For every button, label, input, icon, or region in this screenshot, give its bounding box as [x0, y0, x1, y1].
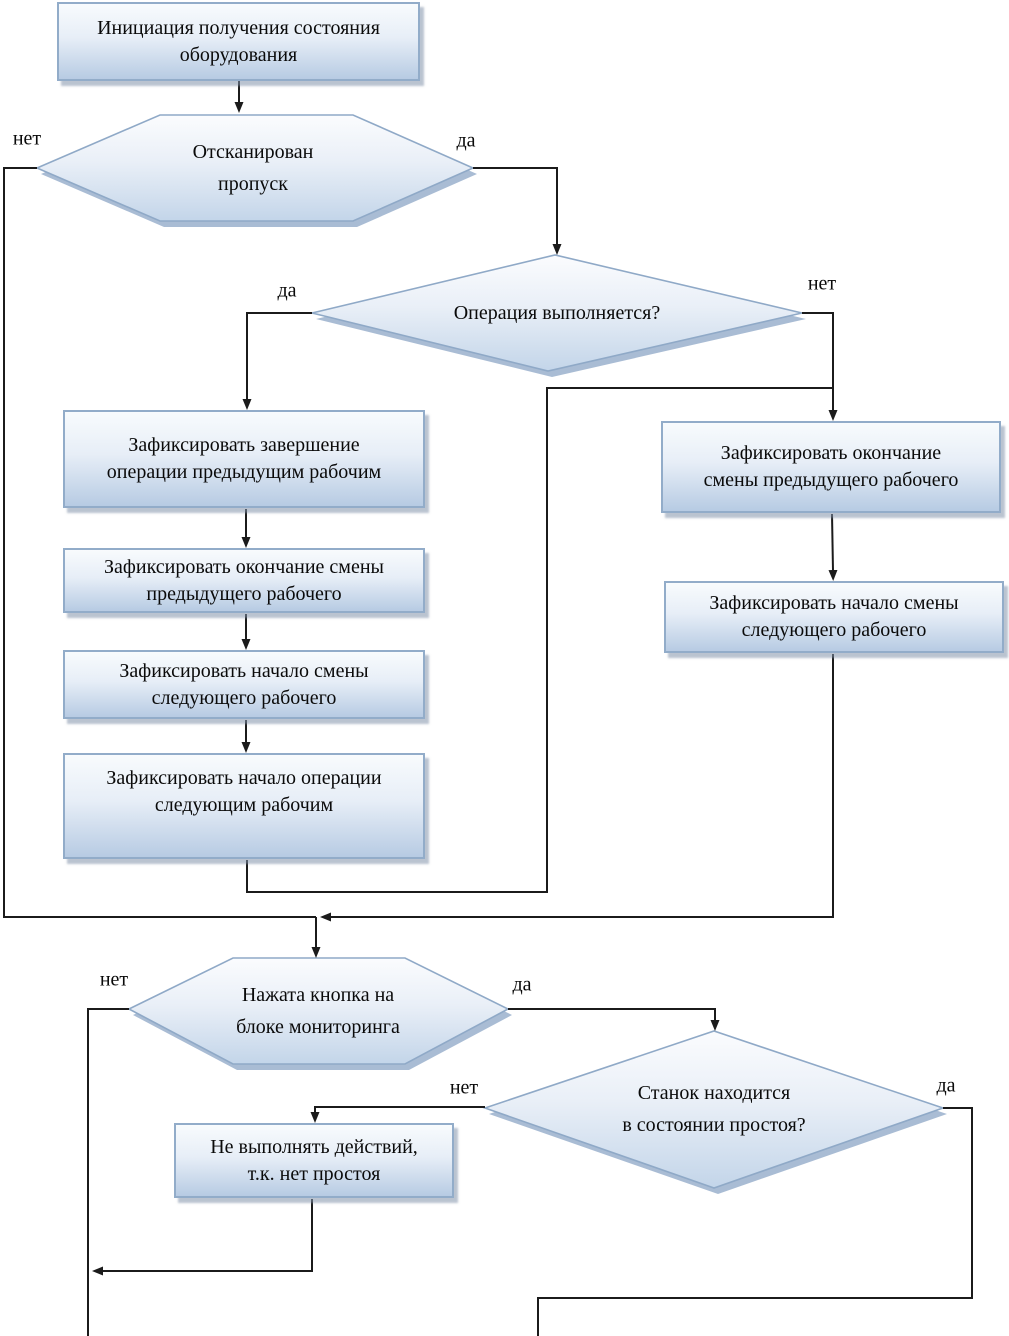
text-line: Зафиксировать окончание смены	[104, 555, 384, 578]
start-box: Инициация получения состояния оборудован…	[57, 2, 420, 81]
label-badge-yes: да	[456, 129, 476, 152]
no-action-box: Не выполнять действий, т.к. нет простоя	[174, 1123, 454, 1198]
text-line: следующего рабочего	[151, 686, 337, 709]
connector-idle-no	[310, 1106, 485, 1123]
connector-noaction-to-left-line	[92, 1199, 313, 1276]
text-line: Зафиксировать завершение	[128, 434, 360, 456]
text-line: Зафиксировать окончание	[720, 442, 942, 464]
text-line: Не выполнять действий,	[210, 1135, 418, 1158]
machine-idle-diamond	[482, 1030, 946, 1189]
text-line: следующим рабочим	[154, 794, 334, 816]
label-operation-yes: да	[277, 279, 297, 302]
text-line: операции предыдущим рабочим	[106, 461, 382, 483]
label-badge-no: нет	[12, 127, 42, 150]
button-pressed-hexagon	[127, 957, 510, 1065]
text-line: Зафиксировать начало смены	[709, 592, 959, 614]
connectors	[3, 81, 973, 1336]
record-shift-start-right-box: Зафиксировать начало смены следующего ра…	[664, 581, 1004, 653]
text-line: Инициация получения состояния	[97, 16, 380, 39]
connector-operation-no	[802, 312, 838, 421]
text-line: следующего рабочего	[741, 619, 927, 641]
record-shift-end-left-box: Зафиксировать окончание смены предыдущег…	[63, 548, 425, 613]
connector-button-no	[87, 1008, 129, 1336]
connector-badge-no	[3, 167, 316, 918]
text-line: Зафиксировать начало операции	[106, 767, 382, 789]
operation-running-diamond	[311, 254, 803, 372]
label-operation-no: нет	[807, 272, 837, 295]
connector-right1-to-right2	[828, 513, 838, 581]
record-operation-start-box: Зафиксировать начало операции следующим …	[63, 753, 425, 859]
label-button-no: нет	[99, 968, 129, 991]
text-line: Зафиксировать начало смены	[119, 659, 369, 682]
connector-left4-to-right-branch	[246, 387, 833, 893]
connector-right2-to-merge	[320, 654, 834, 922]
label-idle-no: нет	[449, 1076, 479, 1099]
text-line: смены предыдущего рабочего	[703, 469, 959, 491]
record-operation-completion-box: Зафиксировать завершение операции предыд…	[63, 410, 425, 508]
connector-badge-yes	[473, 167, 562, 255]
text-line: предыдущего рабочего	[146, 582, 342, 605]
record-shift-end-right-box: Зафиксировать окончание смены предыдущег…	[661, 421, 1001, 513]
text-line: т.к. нет простоя	[247, 1162, 381, 1185]
connector-button-yes	[508, 1008, 720, 1031]
badge-scanned-hexagon	[34, 114, 475, 222]
label-button-yes: да	[512, 973, 532, 996]
connector-idle-yes	[537, 1107, 973, 1336]
connector-operation-yes	[242, 312, 312, 410]
record-shift-start-left-box: Зафиксировать начало смены следующего ра…	[63, 650, 425, 719]
text-line: оборудования	[179, 43, 298, 66]
label-idle-yes: да	[936, 1074, 956, 1097]
